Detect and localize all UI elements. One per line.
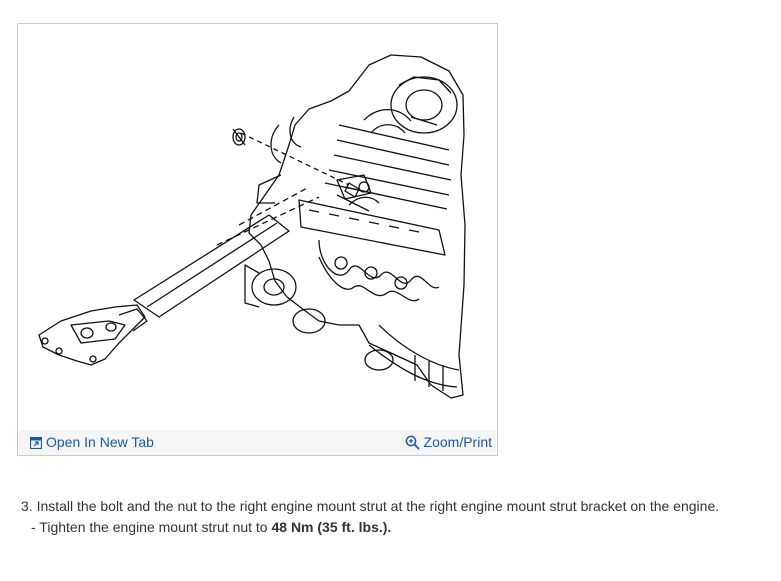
- figure-card: Open In New Tab Zoom/Print: [17, 23, 498, 456]
- open-in-new-tab-label: Open In New Tab: [46, 434, 154, 450]
- instructions: 3. Install the bolt and the nut to the r…: [21, 496, 761, 538]
- sub-step: - Tighten the engine mount strut nut to …: [21, 517, 761, 538]
- figure-toolbar: Open In New Tab Zoom/Print: [19, 430, 496, 455]
- sub-step-prefix: - Tighten the engine mount strut nut to: [31, 519, 272, 535]
- open-tab-icon: [30, 436, 42, 449]
- step-text: 3. Install the bolt and the nut to the r…: [21, 498, 720, 514]
- zoom-print-link[interactable]: Zoom/Print: [405, 434, 492, 451]
- torque-value: 48 Nm (35 ft. lbs.).: [271, 519, 392, 535]
- zoom-print-label: Zoom/Print: [423, 434, 492, 450]
- open-in-new-tab-link[interactable]: Open In New Tab: [30, 434, 154, 451]
- engine-mount-strut-diagram: [38, 54, 466, 399]
- zoom-icon: [405, 435, 420, 450]
